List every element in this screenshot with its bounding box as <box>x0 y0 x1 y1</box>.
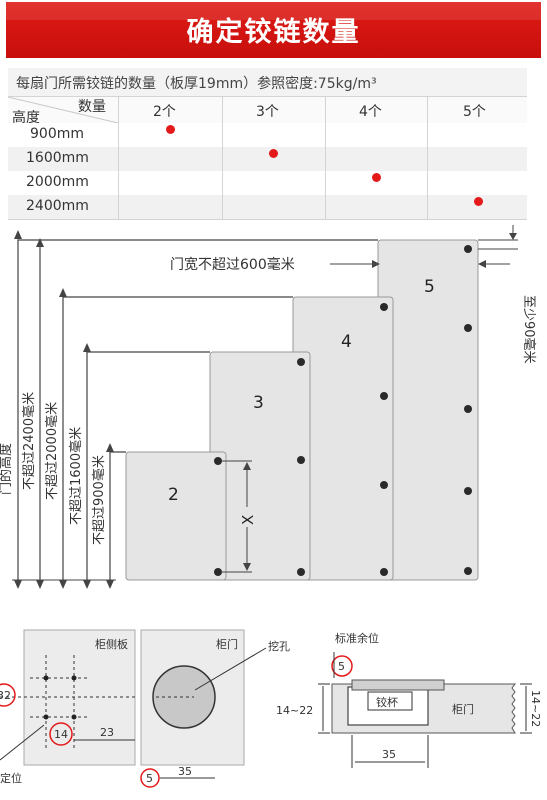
hinge-count-dot <box>269 149 278 158</box>
panel-side-label: 柜侧板 <box>95 637 128 651</box>
hinge-cup-box <box>367 691 413 711</box>
door-label: 柜门 <box>452 702 474 716</box>
height-label-900: 不超过900毫米 <box>91 455 107 545</box>
column-divider <box>325 97 326 219</box>
hinge-holes <box>214 245 472 576</box>
hinge-count-dot <box>372 173 381 182</box>
guide-lines <box>0 655 135 750</box>
dim-14-22-right-label: 14~22 <box>529 690 542 727</box>
dim-35-right-label: 35 <box>382 748 396 761</box>
door-number: 3 <box>253 393 264 413</box>
height-arrow-heads <box>14 230 114 589</box>
door-number: 5 <box>424 277 435 297</box>
x-dimension-arrows <box>243 462 251 571</box>
std-margin-label: 标准余位 <box>335 631 379 645</box>
height-label-2000: 不超过2000毫米 <box>44 402 60 500</box>
height-label-2400: 不超过2400毫米 <box>21 392 37 490</box>
dim-23-label: 23 <box>100 726 114 739</box>
install-diagram: 柜侧板 32 14 23 定位 柜门 挖孔 5 35 标准余位 5 铰杯 柜门 <box>0 629 542 788</box>
positioning-leader <box>0 724 45 761</box>
table-caption-row: 每扇门所需铰链的数量（板厚19mm）参照密度:75kg/m³ <box>8 68 527 96</box>
door-height-diagram: 门的高度 不超过2400毫米 不超过2000毫米 不超过1600毫米 不超过90… <box>0 225 537 589</box>
column-divider <box>427 97 428 219</box>
hinge-count-dot <box>166 125 175 134</box>
table-caption: 每扇门所需铰链的数量（板厚19mm）参照密度:75kg/m³ <box>16 76 377 92</box>
door-panels <box>125 239 479 581</box>
dim-5-highlight <box>140 768 160 788</box>
table-row: 900mm <box>8 123 527 147</box>
hinge-cup-label: 铰杯 <box>376 695 398 709</box>
positioning-label: 定位 <box>0 771 22 785</box>
banner-title: 确定铰链数量 <box>186 17 361 48</box>
dim-32-label: 32 <box>0 689 11 702</box>
column-header: 2个 <box>153 104 176 120</box>
column-header: 4个 <box>359 104 382 120</box>
door-number: 4 <box>341 332 352 352</box>
dim-32-highlight <box>0 683 16 707</box>
dim-35-right-lines <box>351 735 429 768</box>
table-row: 2400mm <box>8 195 527 219</box>
hinge-count-dot <box>474 197 483 206</box>
dim-14-label: 14 <box>54 728 68 741</box>
table-row: 2000mm <box>8 171 527 195</box>
screw-holes <box>43 675 77 720</box>
panel-door-label: 柜门 <box>216 637 238 651</box>
column-header: 3个 <box>256 104 279 120</box>
width-arrows <box>330 225 518 265</box>
banner-highlight <box>6 2 541 20</box>
row-height-label: 2000mm <box>26 174 89 190</box>
hinge-count-table: 每扇门所需铰链的数量（板厚19mm）参照密度:75kg/m³ 数量 高度 2个 … <box>8 68 527 220</box>
header-height: 高度 <box>12 110 40 126</box>
column-header: 5个 <box>463 104 486 120</box>
x-label: X <box>239 515 257 525</box>
column-divider <box>222 97 223 219</box>
hinge-arm <box>351 679 445 691</box>
table-row: 1600mm <box>8 147 527 171</box>
banner-background <box>6 2 541 58</box>
table-bottom-border <box>8 219 527 220</box>
height-label-1600: 不超过1600毫米 <box>68 427 84 525</box>
header-quantity: 数量 <box>78 99 106 115</box>
thickness-dimension <box>318 683 532 734</box>
dig-hole-label: 挖孔 <box>268 639 290 653</box>
door-number: 2 <box>168 485 179 505</box>
dim-35-left-label: 35 <box>178 765 192 778</box>
column-divider <box>118 97 119 219</box>
dim-5-right-label: 5 <box>338 660 345 673</box>
hinge-cup-hole <box>152 665 216 729</box>
row-height-label: 900mm <box>30 126 84 142</box>
height-label-door: 门的高度 <box>0 443 14 495</box>
dim-5-right-highlight <box>331 655 353 677</box>
dig-hole-leader <box>194 647 267 691</box>
door-width-note: 门宽不超过600毫米 <box>170 256 295 273</box>
row-height-label: 1600mm <box>26 150 89 166</box>
dim-14-highlight <box>49 722 73 746</box>
header-diagonal <box>8 97 118 123</box>
title-banner: 确定铰链数量 <box>0 0 547 62</box>
table-header-row: 数量 高度 2个 3个 4个 5个 <box>8 97 527 126</box>
width-arrow-heads <box>372 233 517 268</box>
dim-5-left-label: 5 <box>146 772 153 785</box>
min-spacing-label: 至少90毫米 <box>521 295 537 364</box>
dim-14-22-left-label: 14~22 <box>276 704 313 717</box>
row-height-label: 2400mm <box>26 198 89 214</box>
table-divider <box>8 96 527 97</box>
x-label-bg <box>238 507 256 527</box>
